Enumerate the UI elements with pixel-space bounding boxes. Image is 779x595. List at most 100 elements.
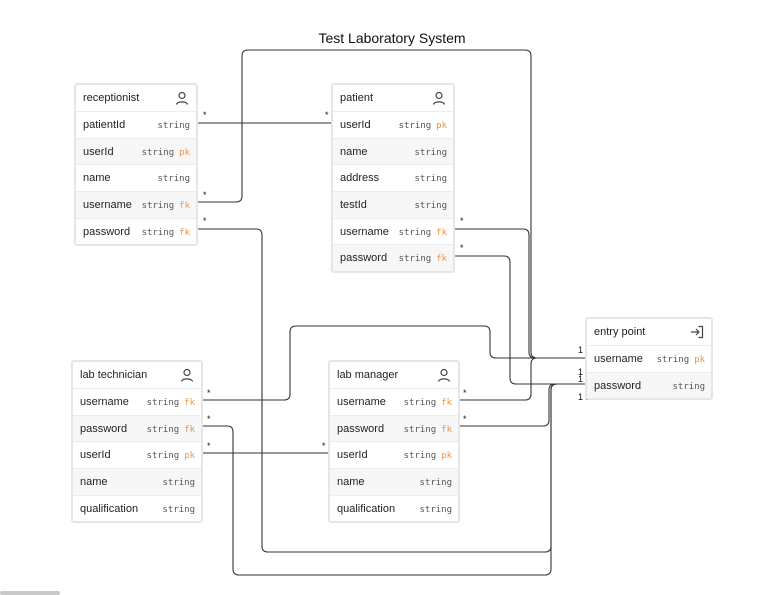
relation-line — [200, 325, 590, 401]
relation-line — [456, 383, 590, 427]
table-name: patient — [340, 92, 374, 104]
field-type: string — [157, 174, 190, 185]
field-row[interactable]: qualification string — [330, 494, 458, 522]
cardinality-many: * — [325, 110, 329, 120]
field-key-badge: fk — [436, 254, 447, 265]
field-name: userId — [80, 449, 111, 462]
field-name: patientId — [83, 118, 126, 131]
field-name: address — [340, 172, 380, 185]
field-type-group: string fk — [404, 423, 452, 435]
field-row[interactable]: username string fk — [76, 191, 196, 218]
field-type-group: string fk — [142, 199, 190, 211]
field-type-group: string — [414, 146, 447, 158]
field-name: username — [80, 395, 129, 408]
field-type: string — [419, 504, 452, 515]
field-type: string — [398, 120, 432, 131]
field-type: string — [414, 200, 447, 211]
table-name: receptionist — [83, 92, 140, 104]
field-type: string — [398, 254, 432, 265]
field-name: username — [340, 225, 389, 238]
cardinality-one: 1 1 — [578, 392, 591, 402]
diagram-title: Test Laboratory System — [318, 30, 466, 46]
field-type-group: string — [162, 476, 195, 488]
field-type: string — [141, 227, 175, 238]
field-type-group: string fk — [399, 252, 447, 264]
field-name: password — [83, 225, 131, 238]
field-key-badge: fk — [441, 397, 452, 408]
cardinality-many: * — [203, 190, 207, 200]
cardinality-many: * — [463, 388, 467, 398]
field-type: string — [403, 424, 437, 435]
field-type-group: string pk — [399, 119, 447, 131]
field-key-badge: fk — [179, 200, 190, 211]
field-type: string — [398, 227, 432, 238]
field-type-group: string pk — [147, 449, 195, 461]
field-key-badge: fk — [441, 424, 452, 435]
field-row[interactable]: name string — [333, 137, 453, 165]
field-name: userId — [340, 118, 371, 131]
table-name: lab technician — [80, 369, 148, 381]
field-row[interactable]: patientId string — [76, 111, 196, 138]
cardinality-many: * — [460, 216, 464, 226]
field-row[interactable]: userId string pk — [73, 441, 201, 468]
field-type: string — [141, 200, 175, 211]
field-type: string — [146, 451, 180, 462]
cardinality-many: * — [463, 414, 467, 424]
field-row[interactable]: userId string pk — [333, 111, 453, 138]
user-icon — [437, 368, 451, 382]
field-name: username — [594, 352, 643, 365]
relation-line — [456, 357, 590, 401]
cardinality-many: * — [207, 388, 211, 398]
relation-line — [452, 228, 590, 359]
table-header: lab technician — [73, 362, 201, 388]
field-key-badge: pk — [436, 120, 447, 131]
field-type: string — [403, 451, 437, 462]
field-key-badge: pk — [184, 451, 195, 462]
relation-line — [200, 383, 590, 576]
table-name: lab manager — [337, 369, 399, 381]
field-name: username — [83, 198, 132, 211]
field-type: string — [146, 424, 180, 435]
field-type: string — [141, 147, 175, 158]
table-header: lab manager — [330, 362, 458, 388]
cardinality-many: * — [207, 441, 211, 451]
table-header: patient — [333, 85, 453, 111]
field-type: string — [403, 397, 437, 408]
user-icon — [175, 91, 189, 105]
field-type-group: string — [157, 119, 190, 131]
field-name: qualification — [337, 502, 396, 515]
field-name: testId — [340, 198, 367, 211]
field-type: string — [162, 477, 195, 488]
field-type-group: string pk — [142, 146, 190, 158]
horizontal-scrollbar[interactable] — [0, 591, 60, 595]
field-key-badge: pk — [179, 147, 190, 158]
relation-line — [452, 255, 590, 385]
field-row[interactable]: testId string — [333, 191, 453, 218]
field-name: name — [340, 145, 368, 158]
